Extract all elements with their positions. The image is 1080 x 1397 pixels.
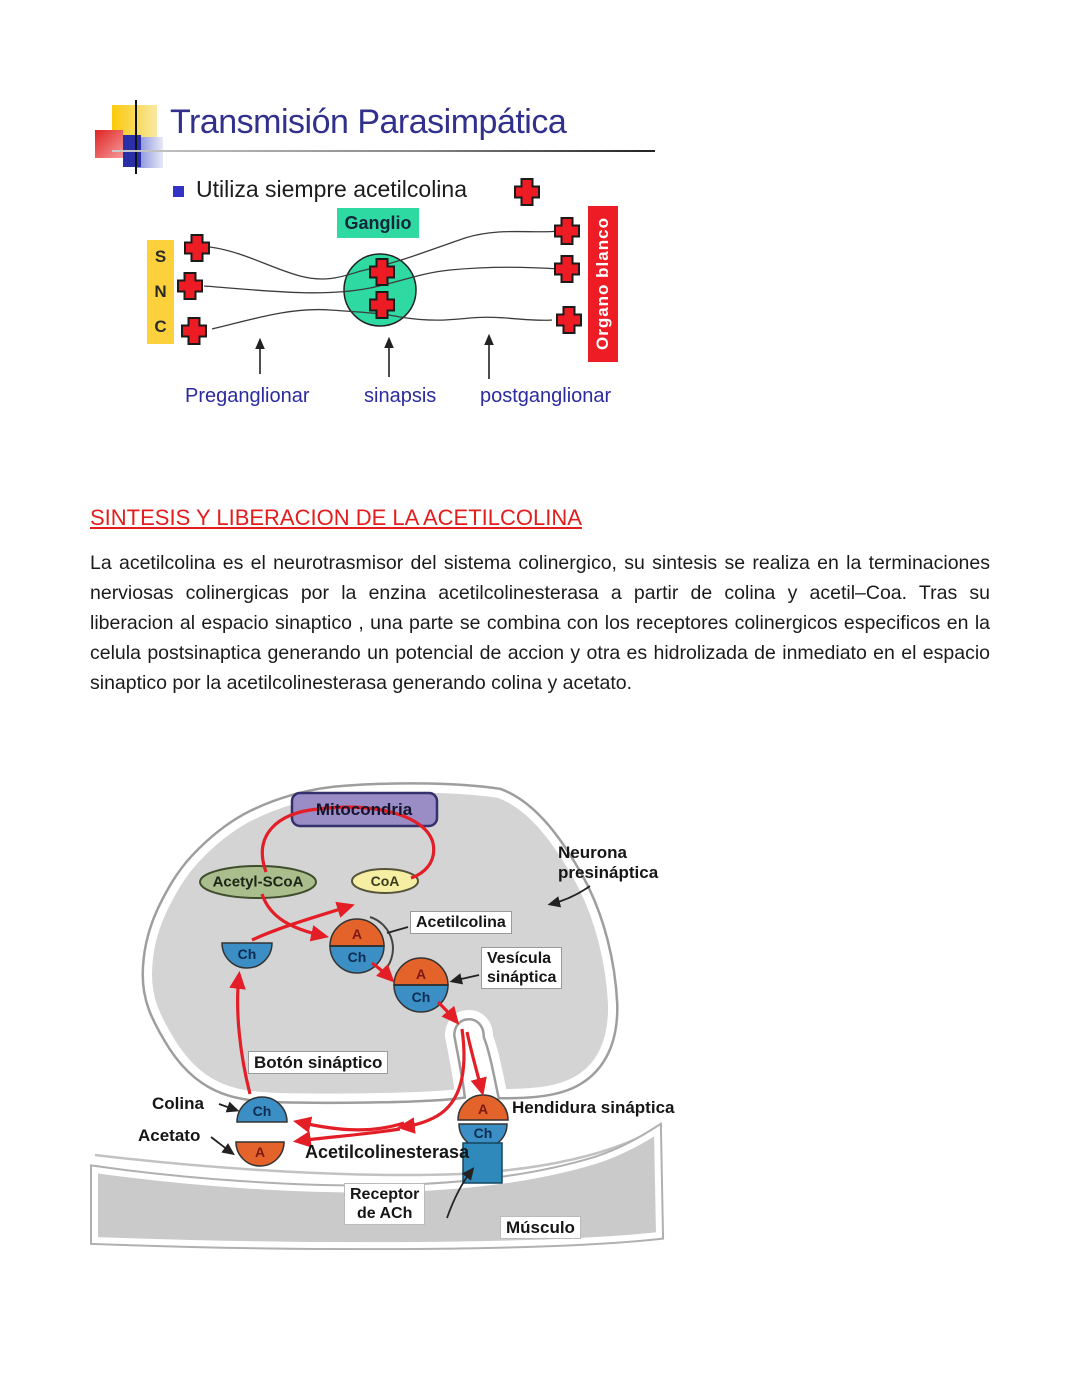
snc-letter: C (154, 316, 167, 336)
mitocondria-label: Mitocondria (315, 800, 413, 819)
acetato-molecule (235, 1141, 285, 1167)
coa-label: CoA (370, 873, 400, 889)
recycle-up-arrow (229, 970, 252, 1095)
acetyl-scoa-label: Acetyl-SCoA (212, 873, 304, 891)
snc-box: S N C (147, 240, 174, 344)
ach-cross-icon (554, 255, 580, 283)
ganglio-label: Ganglio (337, 208, 419, 238)
logo-vertical-line (135, 100, 137, 174)
acetilcolinesterasa-label: Acetilcolinesterasa (305, 1142, 470, 1162)
ach-cross-icon (554, 217, 580, 245)
molecule-letter-ch: Ch (347, 949, 367, 965)
caption-preganglionar: Preganglionar (185, 385, 310, 407)
title-underline (112, 150, 655, 152)
molecule-letter-a: A (351, 926, 363, 942)
molecule-letter-ch: Ch (252, 1103, 272, 1119)
annotation-arrows (210, 885, 591, 1219)
parasympathetic-pathway-diagram (177, 178, 582, 379)
acetilcolina-molecule-a (329, 918, 385, 947)
bullet-text: Utiliza siempre acetilcolina (196, 176, 467, 202)
neurona-arrow (547, 885, 591, 908)
ganglion-circle (343, 253, 417, 327)
nerve-fibers (203, 230, 561, 330)
ach-cross-icon (556, 306, 582, 334)
section-paragraph: La acetilcolina es el neurotrasmisor del… (90, 552, 990, 694)
receptor-ach-label: Receptor de ACh (344, 1183, 426, 1225)
molecule-letter-a: A (415, 966, 427, 982)
synthesis-loop (260, 805, 436, 880)
snc-letter: N (154, 281, 167, 301)
slide-logo (90, 98, 170, 178)
colina-molecule (236, 1096, 288, 1123)
mitocondria-shape (290, 791, 439, 828)
ach-cross-icon (514, 178, 540, 206)
acetyl-scoa-shape (199, 865, 317, 899)
colina-arrow (218, 1101, 240, 1113)
molecule-letter-ch: Ch (411, 989, 431, 1005)
ach-cycle-arrows (229, 805, 487, 1148)
acetilcolina-label: Acetilcolina (410, 911, 512, 934)
vesicula-sinaptica-label: Vesícula sináptica (481, 947, 563, 989)
molecule-letter-a: A (254, 1144, 266, 1160)
logo-square-red (95, 130, 123, 158)
caption-postganglionar: postganglionar (480, 385, 612, 407)
muscle-membrane-line (94, 1123, 663, 1177)
ach-molecules (221, 918, 509, 1184)
to-release-arrow (436, 1000, 460, 1025)
ach-cross-icon (184, 234, 210, 262)
release-down-arrow (465, 1031, 487, 1096)
neurona-presinaptica-label: Neurona presináptica (558, 843, 659, 882)
ach-cross-icon (177, 272, 203, 300)
molecule-letter-ch: Ch (237, 946, 257, 962)
bullet-marker (173, 186, 184, 197)
vesicula-arrow (449, 973, 480, 985)
hendidura-sinaptica-label: Hendidura sináptica (512, 1098, 675, 1117)
vesicle-molecule-ch (393, 984, 449, 1013)
fiber-middle (203, 266, 561, 294)
synthesis-arrow-1 (260, 893, 330, 942)
acetilcolina-pointer (386, 926, 409, 934)
vesicle-molecule-a (393, 957, 449, 986)
to-vesicle-arrow (371, 961, 395, 983)
slide-title: Transmisión Parasimpática (170, 103, 567, 141)
ach-cross-icon (181, 317, 207, 345)
to-colina-arrow (292, 1116, 405, 1133)
acetilcolina-molecule-ch (329, 945, 385, 974)
acetato-arrow (210, 1136, 235, 1156)
acetato-label: Acetato (138, 1126, 201, 1145)
boton-sinaptico-label: Botón sináptico (248, 1051, 389, 1074)
fiber-bottom (211, 308, 553, 330)
caption-sinapsis: sinapsis (364, 385, 437, 407)
musculo-label: Músculo (500, 1216, 581, 1239)
receptor-arrow (446, 1167, 475, 1219)
synthesis-arrow-2 (251, 901, 355, 942)
fiber-top (209, 230, 559, 280)
molecule-letter-ch: Ch (473, 1125, 493, 1141)
coa-shape (351, 868, 419, 894)
colina-label: Colina (152, 1094, 204, 1113)
molecule-letter-a: A (477, 1101, 489, 1117)
caption-arrows (255, 333, 494, 379)
snc-letter: S (154, 247, 167, 267)
organo-blanco-label: Organo blanco (588, 206, 618, 362)
choline-carrier (221, 942, 273, 969)
cleft-left-arrow (396, 1028, 466, 1134)
section-heading: SINTESIS Y LIBERACION DE LA ACETILCOLINA (90, 505, 582, 530)
to-acetato-arrow (292, 1127, 401, 1148)
